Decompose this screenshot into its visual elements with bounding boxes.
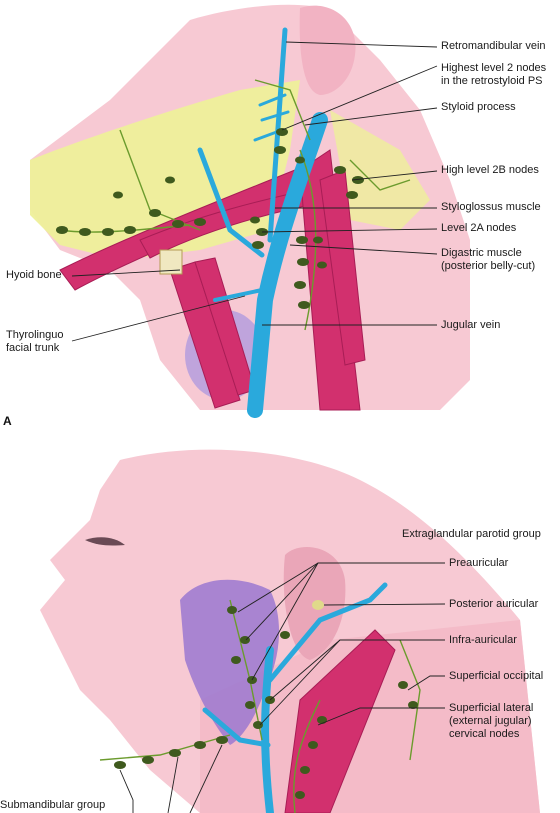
leader-highest-level2 (281, 65, 438, 131)
strap-muscle-1 (169, 261, 241, 409)
lymph-vessel-b3 (399, 639, 421, 761)
leader-posterior-auricular (323, 603, 446, 606)
hyoid-bone (159, 249, 183, 275)
facial-vein-b (202, 707, 271, 748)
leader-hyoid (71, 269, 181, 277)
label-superficial-occipital: Superficial occipital (449, 670, 544, 682)
leader-level2a (261, 228, 438, 233)
panel-b-neck-shade (200, 620, 540, 813)
label-superficial-lateral-cervical: Superficial lateral (external jugular) c… (449, 702, 534, 740)
label-jugular-vein: Jugular vein (441, 319, 501, 331)
panel-b-nodes (114, 606, 418, 799)
leader-styloid (304, 107, 438, 126)
label-hyoid-bone: Hyoid bone (6, 269, 62, 281)
leader-preauricular-3 (251, 562, 445, 681)
label-high-level-2b-nodes: High level 2B nodes (441, 164, 539, 176)
panel-a-letter: A (3, 414, 12, 428)
label-preauricular: Preauricular (449, 557, 509, 569)
lymph-vessel-a4 (349, 159, 411, 191)
label-level-2a-nodes: Level 2A nodes (441, 222, 517, 234)
label-retromandibular-vein: Retromandibular vein (441, 40, 546, 52)
ear-shape (299, 5, 356, 96)
thyrolinguofacial-branch (213, 288, 264, 302)
label-posterior-auricular: Posterior auricular (449, 598, 539, 610)
scm-posterior (319, 169, 366, 366)
leader-preauricular-1 (237, 562, 319, 613)
label-infra-auricular: Infra-auricular (449, 634, 517, 646)
jugular-vein (247, 112, 328, 418)
ext-jugular-vein (261, 646, 274, 813)
leader-high-2b (351, 170, 438, 181)
lymph-vessel-b4 (293, 699, 321, 813)
panel-b-eye (85, 537, 125, 546)
label-submandibular-group: Submandibular group (0, 799, 106, 811)
lymph-vessel-a2 (59, 224, 191, 233)
lymph-vessel-b1 (99, 734, 231, 761)
label-styloid-process: Styloid process (441, 101, 516, 113)
posterior-auricular-node (312, 600, 324, 610)
label-styloglossus-muscle: Styloglossus muscle (441, 201, 541, 213)
neck-yellow-region (330, 110, 430, 230)
leader-submandibular-1 (119, 769, 134, 813)
leader-submandibular-3 (189, 744, 223, 813)
label-digastric-muscle: Digastric muscle (posterior belly-cut) (441, 247, 536, 272)
leader-preauricular-2 (245, 562, 319, 641)
facial-vein-branch (197, 147, 265, 258)
label-extraglandular-parotid-group: Extraglandular parotid group (402, 528, 541, 540)
retromandibular-vein (267, 27, 288, 243)
posterior-auricular-vein (267, 582, 388, 683)
leader-superficial-occipital (407, 675, 445, 691)
leader-superficial-lateral (317, 707, 445, 726)
leader-infra-auricular-2 (269, 639, 341, 701)
leader-retromandibular (285, 41, 438, 48)
lymph-vessel-a5 (254, 79, 311, 141)
label-highest-level-2-nodes: Highest level 2 nodes in the retrostyloi… (441, 62, 547, 87)
leader-infra-auricular-1 (259, 639, 445, 726)
leader-digastric (289, 244, 438, 255)
panel-a-nodes (56, 128, 364, 309)
leader-submandibular-2 (167, 756, 179, 813)
label-thyrolinguo-facial-trunk: Thyrolinguo facial trunk (6, 329, 64, 354)
panel-b-scm (284, 629, 396, 813)
leader-thyrolinguo (71, 295, 246, 342)
